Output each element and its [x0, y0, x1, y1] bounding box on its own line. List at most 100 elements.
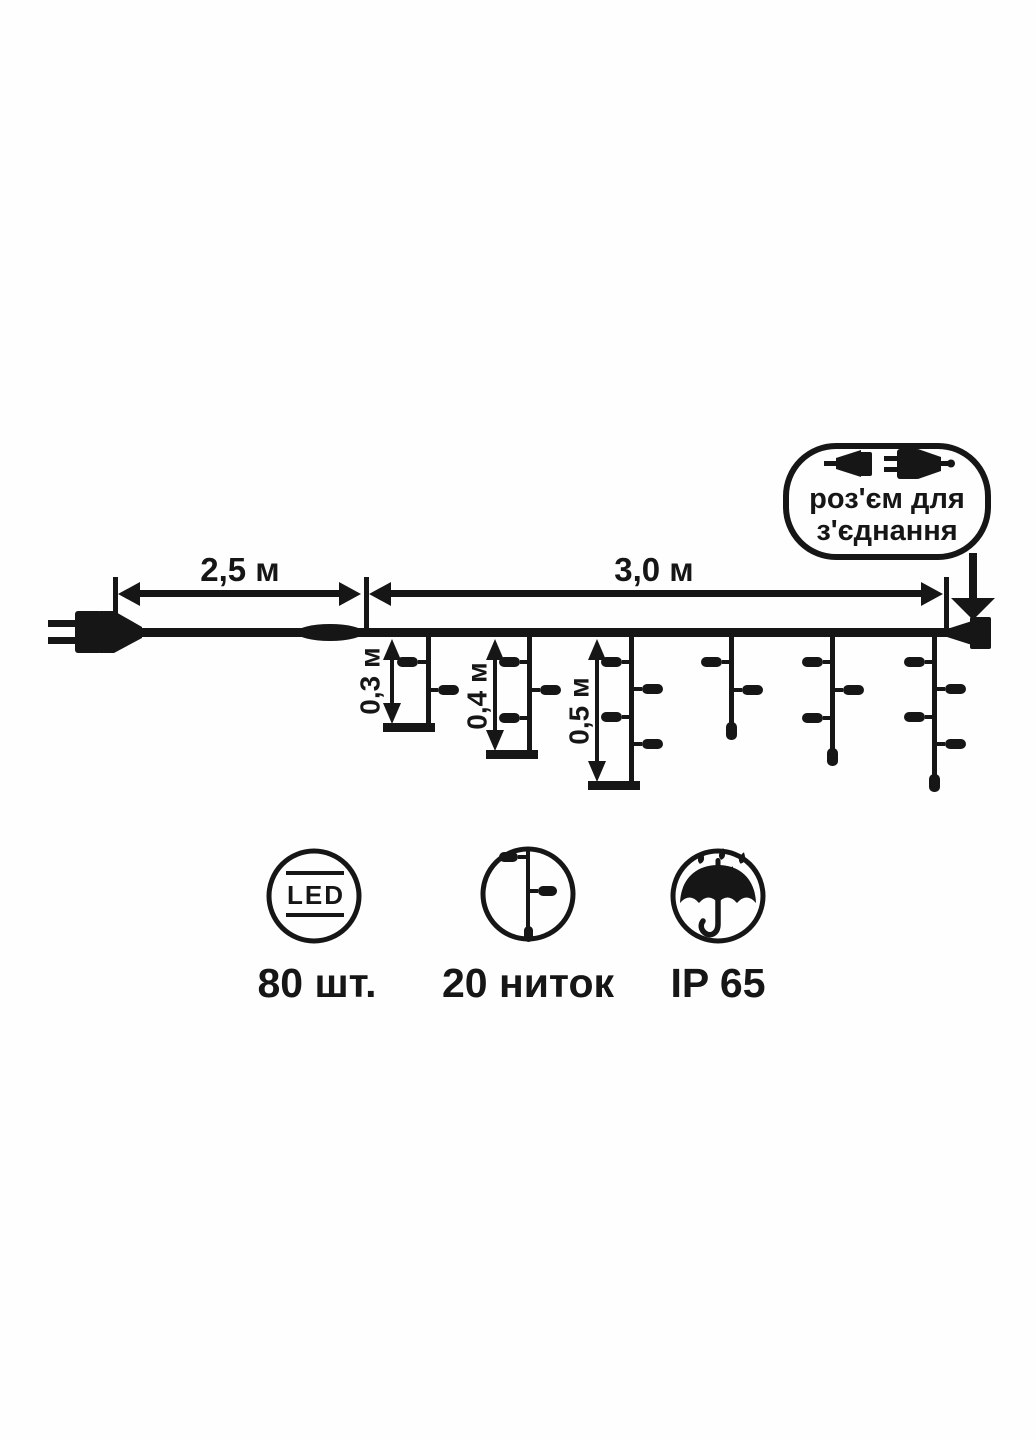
- dim-arrowhead-up: [383, 639, 401, 660]
- led-bulb: [742, 685, 763, 695]
- plug-prong-top: [48, 620, 78, 627]
- badge-led-count: LED 80 шт.: [257, 848, 377, 1006]
- plug-taper: [918, 449, 941, 479]
- dimension-drop-long: 0,5 м: [564, 639, 606, 782]
- end-connector-block: [970, 617, 991, 649]
- plug-body: [897, 449, 920, 479]
- drop-short-label: 0,3 м: [355, 647, 386, 714]
- led-bulb: [701, 657, 722, 667]
- bulb-stem: [418, 660, 426, 664]
- bulb-stem: [622, 660, 630, 664]
- inline-controller-capsule: [297, 624, 363, 641]
- bulb-stem: [520, 716, 528, 720]
- ip-rating-caption: IP 65: [671, 960, 766, 1006]
- callout-bubble-outline: [783, 443, 991, 560]
- socket-face: [859, 452, 872, 476]
- tip-led-bulb: [524, 926, 533, 942]
- power-plug-icon: [48, 611, 142, 653]
- bulb-stem: [925, 660, 933, 664]
- drop-string-4: [701, 630, 763, 740]
- led-bulb: [945, 684, 966, 694]
- callout-text-line1: роз'єм для: [809, 483, 965, 515]
- bulb-stem: [634, 687, 642, 691]
- led-icon-label: LED: [287, 880, 345, 910]
- bulb-stem: [520, 660, 528, 664]
- tip-led-bulb: [929, 774, 940, 792]
- led-bulb: [802, 657, 823, 667]
- dim-arrowhead-down: [588, 761, 606, 782]
- dim-shaft: [382, 590, 932, 597]
- raindrop: [738, 852, 746, 864]
- bulb-stem: [530, 889, 538, 893]
- led-bulb: [499, 713, 520, 723]
- drop-long-label: 0,5 м: [564, 677, 595, 744]
- led-bulb: [397, 657, 418, 667]
- led-bulb: [843, 685, 864, 695]
- dim-shaft: [130, 590, 350, 597]
- dimension-section: 3,0 м: [369, 551, 949, 629]
- led-circle-icon: [266, 848, 362, 944]
- callout-bubble: роз'єм для з'єднання: [783, 443, 991, 560]
- drop-wire: [729, 630, 734, 725]
- plug-prong-bottom: [48, 637, 78, 644]
- raindrop: [718, 848, 725, 860]
- callout-arrow-shaft: [969, 553, 977, 600]
- callout-text-line2: з'єднання: [816, 515, 957, 547]
- drop-string-5: [802, 630, 864, 766]
- dim-extension-foot: [588, 781, 640, 790]
- dim-arrowhead-down: [383, 703, 401, 724]
- callout-arrowhead: [951, 598, 995, 620]
- bulb-stem: [823, 716, 831, 720]
- umbrella-handle: [698, 865, 721, 938]
- led-line-top: [286, 871, 344, 875]
- dim-shaft: [595, 656, 599, 764]
- drop-wire: [527, 630, 532, 759]
- end-connector-icon: [947, 617, 991, 649]
- dim-arrowhead-up: [486, 639, 504, 660]
- bulb-stem: [518, 855, 526, 859]
- plug-wire-cap: [947, 459, 955, 468]
- dim-tick-mid: [364, 577, 369, 629]
- dim-extension-foot: [383, 723, 435, 732]
- plug-taper: [100, 611, 142, 653]
- plug-pin-top: [884, 456, 899, 461]
- mini-drop-wire: [526, 849, 530, 928]
- plug-body: [75, 611, 102, 653]
- bulb-stem: [622, 715, 630, 719]
- drop-string-3: [588, 630, 663, 790]
- lead-length-label: 2,5 м: [200, 551, 279, 588]
- led-bulb: [540, 685, 561, 695]
- dim-tick-left: [113, 577, 118, 629]
- drop-medium-label: 0,4 м: [462, 662, 493, 729]
- socket-taper: [836, 450, 861, 477]
- callout-pointer-arrow: [951, 553, 995, 620]
- plug-socket-pair-icon: [824, 449, 955, 479]
- dim-arrowhead-right: [339, 582, 361, 606]
- drop-string-1: [383, 630, 459, 732]
- led-bulb: [904, 712, 925, 722]
- drop-string-2: [486, 630, 561, 759]
- led-bulb: [642, 684, 663, 694]
- led-bulb: [538, 886, 557, 896]
- bulb-stem: [734, 688, 742, 692]
- led-bulb: [945, 739, 966, 749]
- led-bulb: [499, 657, 520, 667]
- led-count-caption: 80 шт.: [257, 960, 376, 1006]
- dimension-drop-short: 0,3 м: [355, 639, 401, 724]
- led-bulb: [601, 712, 622, 722]
- socket-wire: [824, 461, 837, 466]
- drop-wire: [830, 630, 835, 751]
- dim-arrowhead-down: [486, 730, 504, 751]
- badge-strings-count: 20 ниток: [442, 846, 615, 1006]
- bulb-stem: [823, 660, 831, 664]
- dim-arrowhead-left: [118, 582, 140, 606]
- plug-wire: [939, 461, 951, 466]
- bulb-stem: [925, 715, 933, 719]
- drop-wire: [629, 630, 634, 790]
- raindrop: [697, 852, 705, 864]
- bulb-stem: [937, 742, 945, 746]
- bulb-stem: [722, 660, 730, 664]
- dim-arrowhead-left: [369, 582, 391, 606]
- dimension-lead: 2,5 м: [113, 551, 369, 629]
